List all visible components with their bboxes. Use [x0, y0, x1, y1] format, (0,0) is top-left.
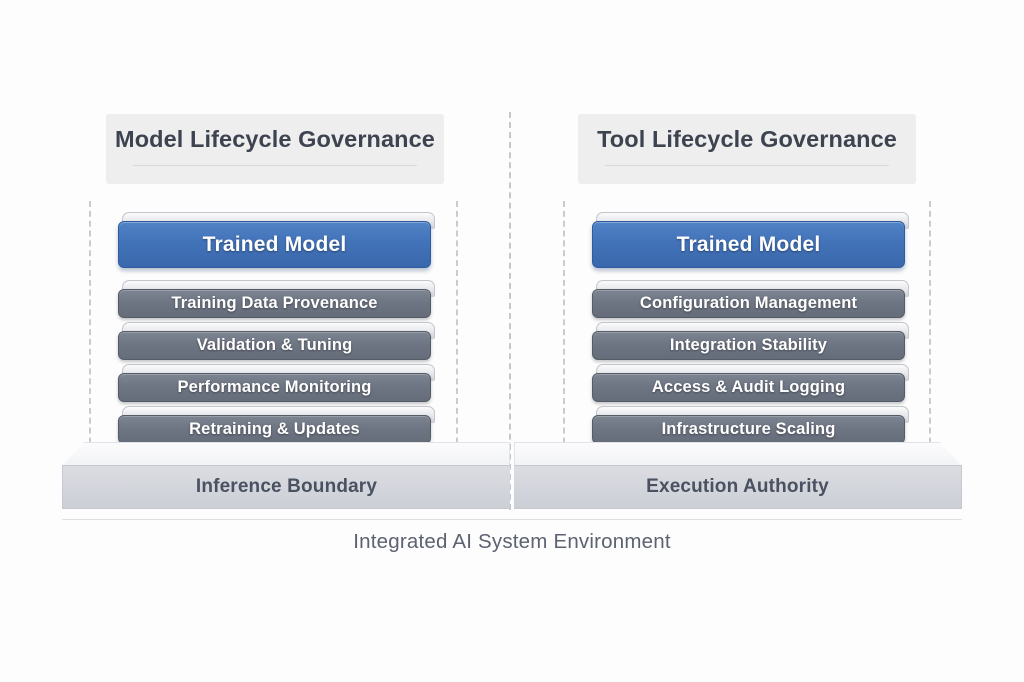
base-slab-execution-authority[interactable]: Execution Authority	[514, 442, 962, 510]
layer-model-performance-monitoring[interactable]: Performance Monitoring	[118, 364, 435, 402]
layer-label: Infrastructure Scaling	[592, 415, 905, 444]
header-divider	[605, 164, 889, 166]
layer-tool-configuration-management[interactable]: Configuration Management	[592, 280, 909, 318]
layer-model-training-data-provenance[interactable]: Training Data Provenance	[118, 280, 435, 318]
slab-top-face	[62, 442, 510, 466]
layer-model-validation-tuning[interactable]: Validation & Tuning	[118, 322, 435, 360]
guide-rail-left-outer	[89, 201, 91, 473]
slab-front-face: Execution Authority	[514, 465, 962, 509]
header-divider	[133, 164, 417, 166]
layer-label: Performance Monitoring	[118, 373, 431, 402]
layer-label: Trained Model	[592, 221, 905, 268]
column-header-tool: Tool Lifecycle Governance	[578, 114, 916, 184]
layer-label: Retraining & Updates	[118, 415, 431, 444]
layer-label: Validation & Tuning	[118, 331, 431, 360]
column-header-tool-title: Tool Lifecycle Governance	[597, 126, 897, 152]
slab-top-face	[514, 442, 962, 466]
ground-divider	[62, 519, 962, 520]
guide-rail-center	[509, 112, 511, 510]
layer-label: Training Data Provenance	[118, 289, 431, 318]
diagram-caption: Integrated AI System Environment	[353, 530, 671, 553]
layer-tool-infrastructure-scaling[interactable]: Infrastructure Scaling	[592, 406, 909, 444]
layer-tool-access-audit-logging[interactable]: Access & Audit Logging	[592, 364, 909, 402]
layer-tool-trained-model[interactable]: Trained Model	[592, 212, 909, 268]
layer-model-trained-model[interactable]: Trained Model	[118, 212, 435, 268]
guide-rail-left-inner	[456, 201, 458, 473]
base-slab-label: Inference Boundary	[195, 476, 378, 497]
guide-rail-right-inner	[563, 201, 565, 473]
layer-tool-integration-stability[interactable]: Integration Stability	[592, 322, 909, 360]
layer-label: Access & Audit Logging	[592, 373, 905, 402]
guide-rail-right-outer	[929, 201, 931, 473]
column-header-model-title: Model Lifecycle Governance	[115, 126, 435, 152]
column-header-model: Model Lifecycle Governance	[106, 114, 444, 184]
layer-label: Trained Model	[118, 221, 431, 268]
layer-model-retraining-updates[interactable]: Retraining & Updates	[118, 406, 435, 444]
base-slab-label: Execution Authority	[646, 476, 829, 497]
slab-front-face: Inference Boundary	[62, 465, 510, 509]
layer-label: Configuration Management	[592, 289, 905, 318]
layer-label: Integration Stability	[592, 331, 905, 360]
base-slab-inference-boundary[interactable]: Inference Boundary	[62, 442, 510, 510]
